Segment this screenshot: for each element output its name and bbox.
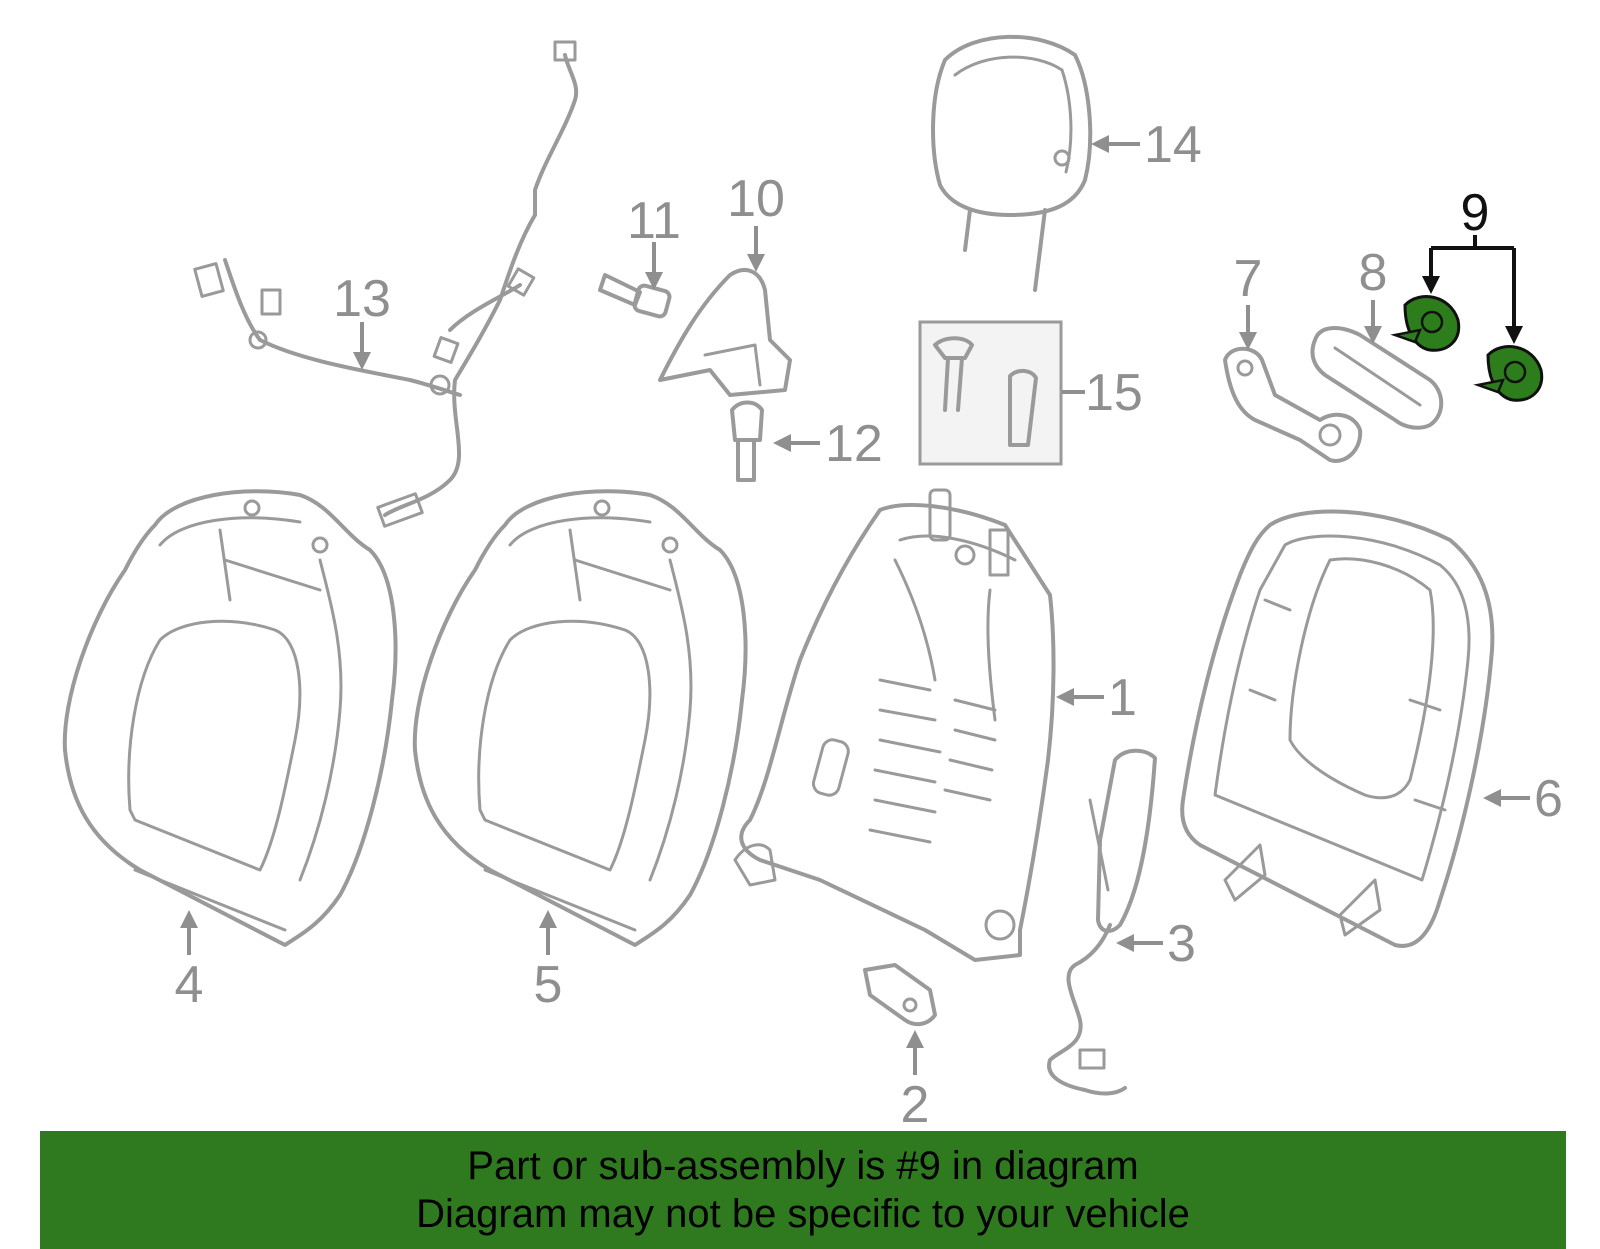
- info-banner: Part or sub-assembly is #9 in diagram Di…: [40, 1131, 1566, 1249]
- leader-9: [1422, 235, 1523, 344]
- part-13-wiring-harness: [193, 40, 579, 528]
- callout-10: 10: [727, 170, 785, 228]
- callout-1: 1: [1108, 669, 1137, 727]
- callout-8: 8: [1359, 244, 1388, 302]
- part-2-bracket: [863, 963, 937, 1027]
- callout-15: 15: [1085, 364, 1143, 422]
- callout-11: 11: [627, 192, 681, 250]
- part-5-seatback-pad: [412, 489, 748, 947]
- callout-5: 5: [534, 956, 563, 1014]
- part-3-side-airbag: [1047, 748, 1157, 1096]
- part-10-bracket: [658, 268, 792, 397]
- callout-12: 12: [825, 415, 883, 473]
- part-7-recliner-plate: [1223, 346, 1363, 463]
- clip-left: [1390, 295, 1461, 352]
- part-12-pin: [730, 400, 764, 482]
- callout-9: 9: [1461, 184, 1490, 242]
- callout-7: 7: [1234, 250, 1263, 308]
- part-8-trim-cover: [1310, 326, 1444, 430]
- part-1-seatback-frame: [733, 488, 1056, 962]
- callout-13: 13: [333, 270, 391, 328]
- part-14-headrest: [931, 34, 1093, 292]
- callout-4: 4: [175, 956, 204, 1014]
- callout-14: 14: [1144, 116, 1202, 174]
- part-15-guide-set: [918, 320, 1063, 466]
- leader-arrows: [180, 135, 1530, 1075]
- clip-right: [1473, 345, 1544, 402]
- part-6-back-panel: [1180, 509, 1495, 948]
- banner-line-1: Part or sub-assembly is #9 in diagram: [467, 1144, 1139, 1188]
- part-11-bolt: [598, 273, 672, 319]
- part-4-seatback-cover: [62, 489, 398, 947]
- banner-line-2: Diagram may not be specific to your vehi…: [416, 1192, 1190, 1236]
- callout-6: 6: [1534, 770, 1563, 828]
- part-9-clips: [1390, 295, 1544, 402]
- callout-3: 3: [1167, 915, 1196, 973]
- callout-2: 2: [901, 1076, 930, 1134]
